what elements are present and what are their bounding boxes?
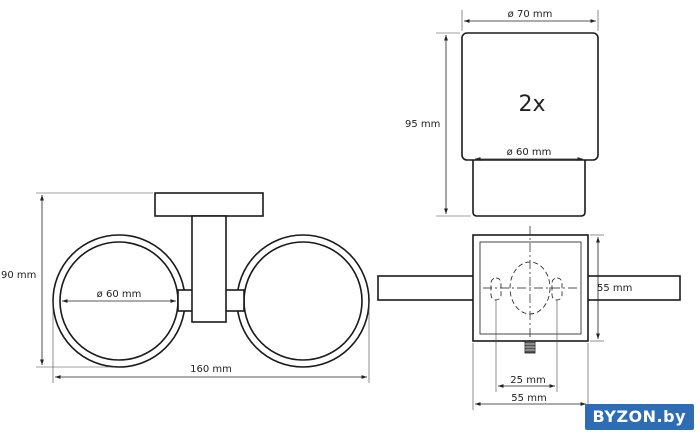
plate-height-dimension: 55 mm <box>590 234 632 342</box>
center-hole <box>509 261 551 315</box>
mount-cap <box>154 192 264 217</box>
cup-top-diameter-label: ø 70 mm <box>508 9 553 20</box>
ring-diameter-label: ø 60 mm <box>97 289 142 300</box>
mount-view: 55 mm 25 mm 55 mm <box>377 226 681 410</box>
right-ring <box>236 234 370 368</box>
plate-width-label: 55 mm <box>511 393 546 404</box>
cup-view: 2x ø 70 mm ø 60 mm 95 mm <box>405 9 599 217</box>
width-label: 160 mm <box>190 364 232 375</box>
mounting-plate-inner <box>479 241 582 335</box>
watermark-logo: BYZON.by <box>584 404 694 430</box>
width-dimension: 160 mm <box>52 301 370 383</box>
vertical-post <box>191 215 227 323</box>
cup-inner-diameter-dimension: ø 60 mm <box>475 147 583 161</box>
set-screw <box>524 340 536 354</box>
cup-height-label: 95 mm <box>405 119 440 130</box>
front-view: ø 60 mm 90 mm 160 mm <box>1 192 370 383</box>
plate-width-dimension: 55 mm <box>472 343 589 410</box>
height-label: 90 mm <box>1 270 36 281</box>
hole-spacing-dimension: 25 mm <box>495 300 558 392</box>
cup-top-diameter-dimension: ø 70 mm <box>461 9 599 31</box>
height-dimension: 90 mm <box>1 192 153 368</box>
plate-height-label: 55 mm <box>597 283 632 294</box>
cup-height-dimension: 95 mm <box>405 32 471 217</box>
hole-spacing-label: 25 mm <box>510 375 545 386</box>
cup-inner-diameter-label: ø 60 mm <box>507 147 552 158</box>
cup-base <box>472 160 586 217</box>
ring-diameter-dimension: ø 60 mm <box>61 289 176 303</box>
quantity-label: 2x <box>518 92 545 117</box>
